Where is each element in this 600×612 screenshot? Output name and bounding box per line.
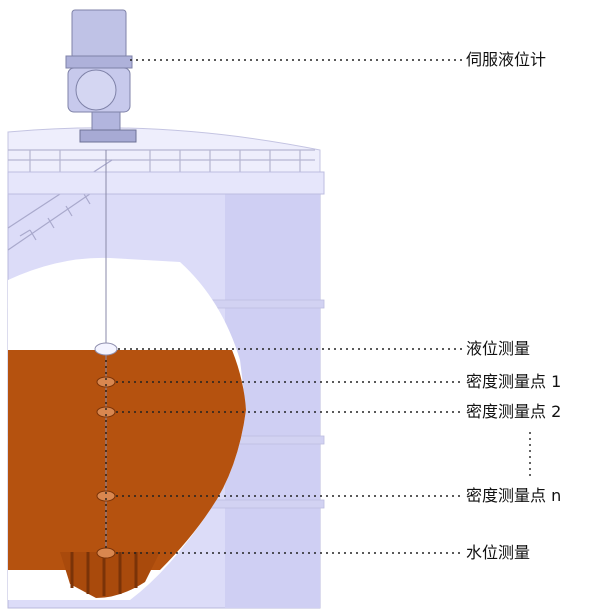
label-level-measure: 液位测量 [466,339,531,358]
label-water-level: 水位测量 [466,543,531,562]
float-icon [94,342,118,356]
label-servo-gauge: 伺服液位计 [466,50,547,69]
density-sensor-icon [96,376,116,388]
label-density-point-2: 密度测量点 2 [466,402,562,421]
label-density-point-1: 密度测量点 1 [466,372,562,391]
density-sensor-icon [96,490,116,502]
roof-railing [8,149,315,172]
tank-bottom [60,552,160,598]
tank-band-top [7,171,325,195]
water-sensor-icon [96,547,116,559]
liquid-fill [8,350,246,570]
servo-gauge-icon [65,9,137,143]
density-sensor-icon [96,406,116,418]
label-density-point-n: 密度测量点 n [466,486,562,505]
